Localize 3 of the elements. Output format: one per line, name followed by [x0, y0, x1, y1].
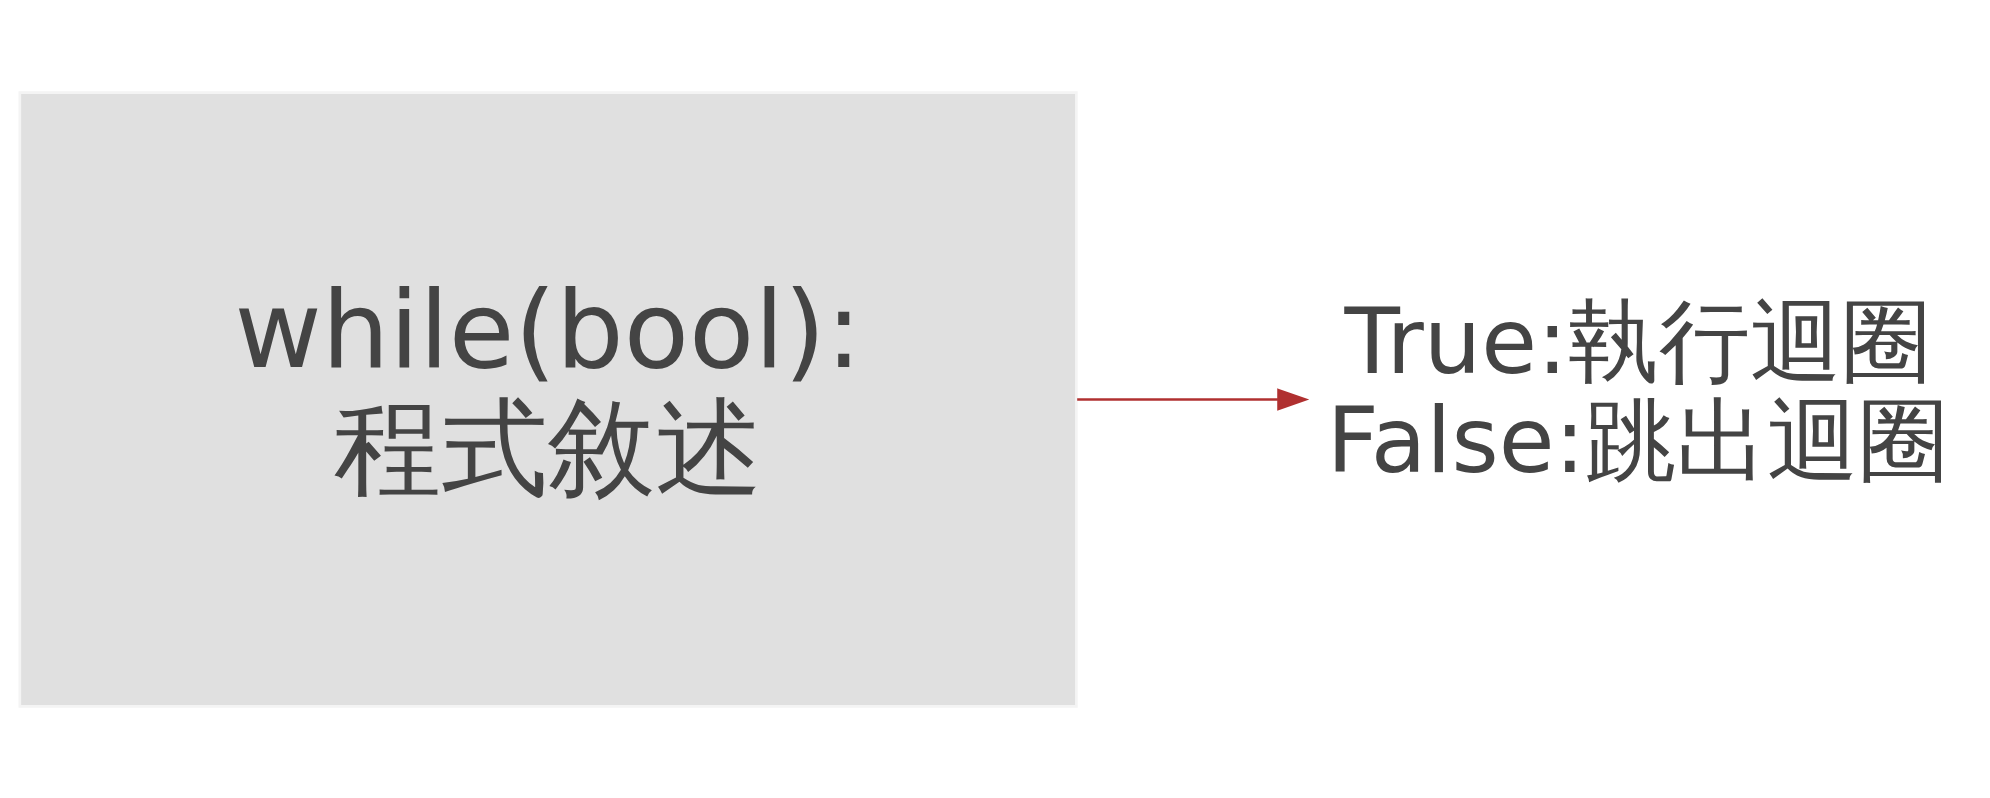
- arrow: [1077, 387, 1310, 411]
- node-text: True:執行迴圈 False:跳出迴圈: [1326, 288, 1950, 493]
- node-box: while(bool): 程式敘述: [18, 90, 1078, 708]
